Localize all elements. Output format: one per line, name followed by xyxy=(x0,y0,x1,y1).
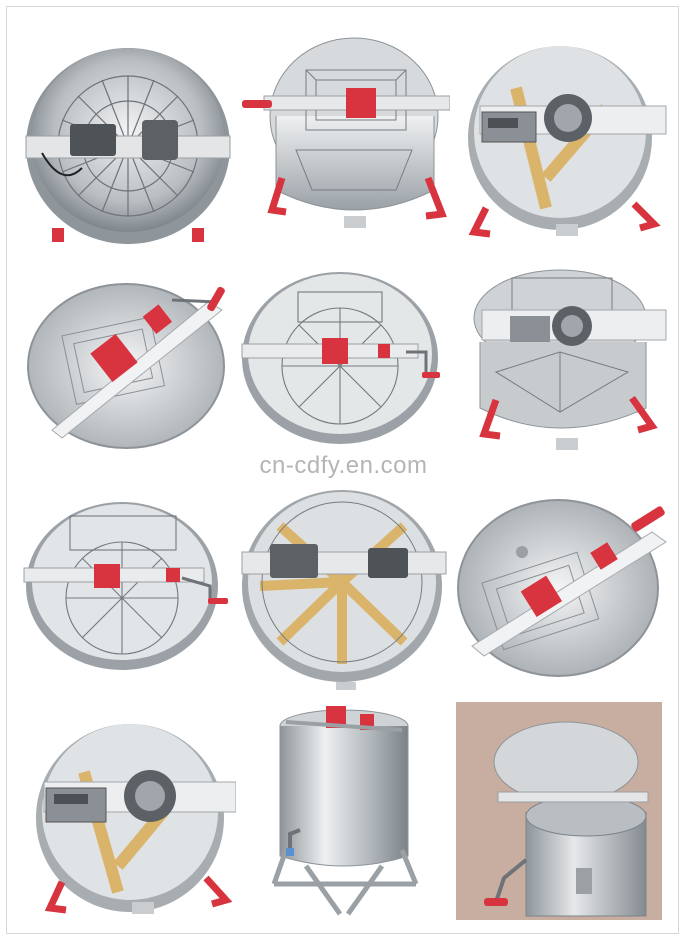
product-photo-12 xyxy=(456,702,662,920)
product-photo-9 xyxy=(454,496,668,682)
product-photo-1 xyxy=(22,28,234,246)
product-photo-3 xyxy=(456,28,670,242)
product-photo-7 xyxy=(22,494,234,674)
product-photo-10 xyxy=(22,706,236,918)
product-photo-4 xyxy=(22,280,234,450)
product-photo-6 xyxy=(456,252,670,464)
product-photo-5 xyxy=(238,266,448,450)
photo-grid xyxy=(6,6,679,934)
product-photo-2 xyxy=(236,30,450,240)
watermark: cn-cdfy.en.com xyxy=(259,452,428,479)
product-photo-11 xyxy=(266,700,424,924)
product-photo-8 xyxy=(240,482,448,692)
